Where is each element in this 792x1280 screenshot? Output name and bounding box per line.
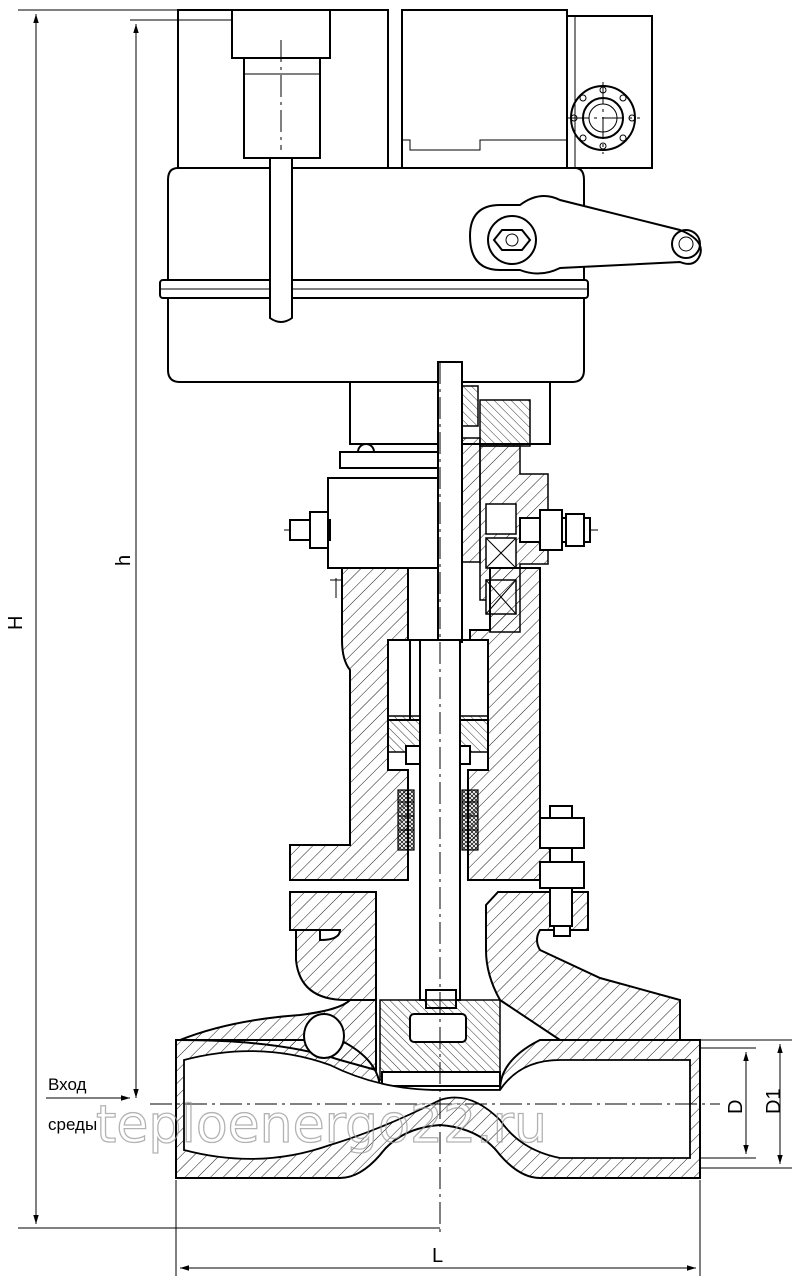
inlet-label-line2: среды [48,1115,97,1134]
dimension-h: h [113,19,232,1098]
dimension-H-label: H [5,616,27,630]
watermark: teploenergo22.ru [96,1095,547,1155]
dimension-L-label: L [432,1245,443,1267]
dimension-D1: D1 [700,1039,792,1169]
handwheel-lever-icon [468,195,702,275]
dimension-H: H [5,9,440,1229]
inlet-label: Вход среды [46,1075,130,1134]
actuator [159,9,702,383]
dimension-D-label: D [725,1100,747,1114]
inlet-label-line1: Вход [48,1075,87,1094]
dimension-L: L [175,1180,701,1276]
dimension-D: D [700,1047,756,1159]
center-lines [150,40,720,1235]
valve-body [175,999,701,1179]
dimension-h-label: h [113,555,135,566]
dimension-D1-label: D1 [763,1088,785,1114]
body-flange [289,805,681,1041]
